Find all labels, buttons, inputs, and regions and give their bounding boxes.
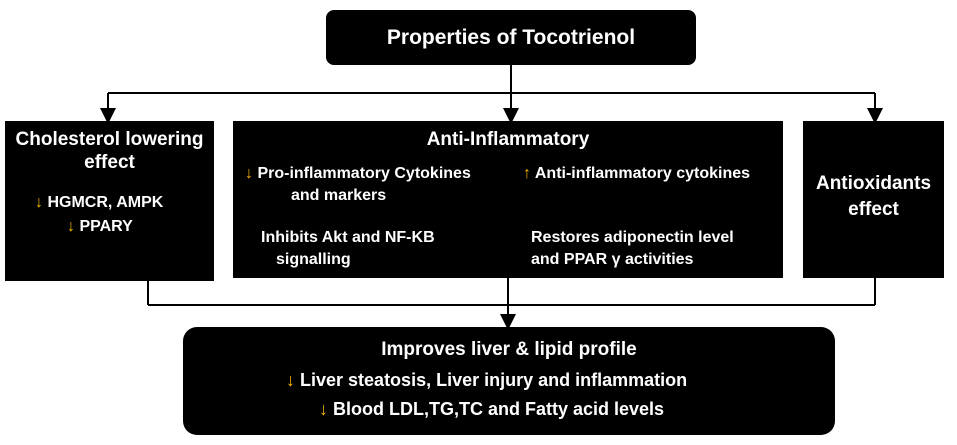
inflammatory-item-1-cont: and markers xyxy=(291,187,387,204)
title-box: Properties of Tocotrienol xyxy=(326,10,696,65)
up-arrow-icon: ↑ xyxy=(523,165,531,182)
cholesterol-item-2: ↓ PPARY xyxy=(67,218,133,236)
result-item-1: ↓ Liver steatosis, Liver injury and infl… xyxy=(286,370,687,391)
antioxidant-line-2: effect xyxy=(848,199,899,220)
cholesterol-item-1-text: HGMCR, AMPK xyxy=(47,194,164,211)
anti-inflammatory-heading: Anti-Inflammatory xyxy=(426,129,590,150)
result-box: Improves liver & lipid profile ↓ Liver s… xyxy=(183,327,835,435)
inflammatory-item-4: Restores adiponectin level xyxy=(531,229,734,246)
result-item-2-text: Blood LDL,TG,TC and Fatty acid levels xyxy=(333,399,665,419)
result-item-1-text: Liver steatosis, Liver injury and inflam… xyxy=(300,370,688,390)
inflammatory-item-3-cont: signalling xyxy=(276,251,351,268)
down-arrow-icon: ↓ xyxy=(286,370,295,390)
inflammatory-item-2: ↑ Anti-inflammatory cytokines xyxy=(523,165,750,183)
cholesterol-item-2-text: PPARY xyxy=(79,218,133,235)
inflammatory-item-2-text: Anti-inflammatory cytokines xyxy=(534,165,751,182)
down-arrow-icon: ↓ xyxy=(35,194,43,211)
cholesterol-box: Cholesterol lowering effect ↓ HGMCR, AMP… xyxy=(5,121,214,281)
anti-inflammatory-box: Anti-Inflammatory ↓ Pro-inflammatory Cyt… xyxy=(233,121,783,278)
cholesterol-heading-2: effect xyxy=(84,152,135,173)
inflammatory-item-4-cont: and PPAR γ activities xyxy=(531,251,694,268)
down-arrow-icon: ↓ xyxy=(67,218,75,235)
diagram-title: Properties of Tocotrienol xyxy=(386,25,636,49)
antioxidant-line-1: Antioxidants xyxy=(815,173,932,194)
cholesterol-item-1: ↓ HGMCR, AMPK xyxy=(35,194,163,212)
inflammatory-item-3: Inhibits Akt and NF-KB xyxy=(261,229,435,246)
down-arrow-icon: ↓ xyxy=(245,165,253,182)
result-item-2: ↓ Blood LDL,TG,TC and Fatty acid levels xyxy=(319,399,664,420)
antioxidant-box: Antioxidants effect xyxy=(803,121,944,278)
cholesterol-heading-1: Cholesterol lowering xyxy=(15,129,204,150)
down-arrow-icon: ↓ xyxy=(319,399,328,419)
inflammatory-item-1-text: Pro-inflammatory Cytokines xyxy=(257,165,471,182)
result-heading: Improves liver & lipid profile xyxy=(381,339,637,360)
inflammatory-item-1: ↓ Pro-inflammatory Cytokines xyxy=(245,165,471,183)
